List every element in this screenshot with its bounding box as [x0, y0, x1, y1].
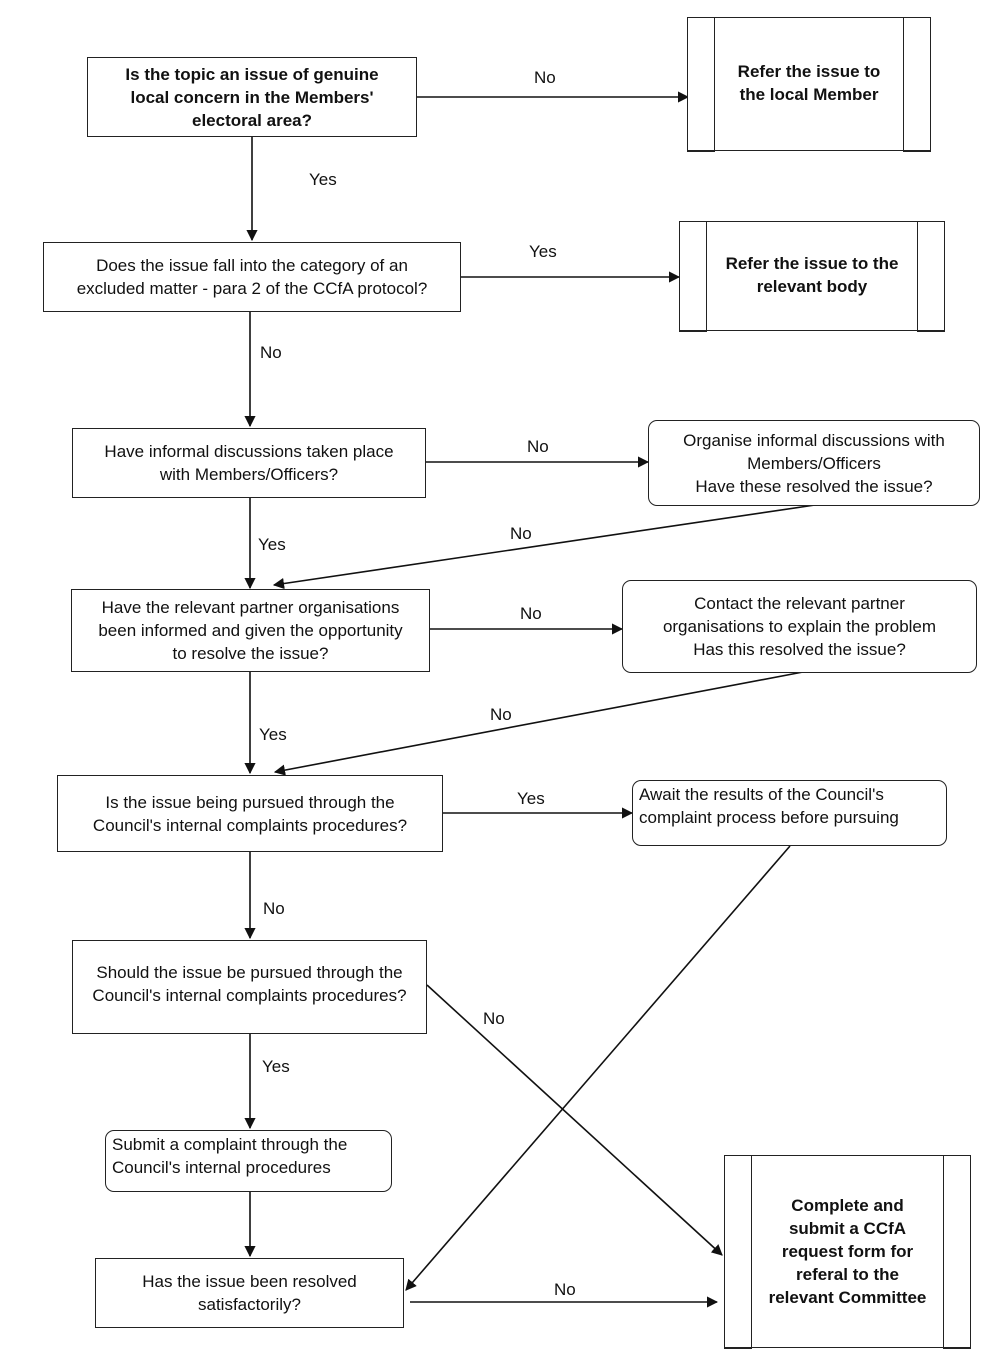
decision-local-concern: Is the topic an issue of genuine local c… — [87, 57, 417, 137]
label-partners-yes: Yes — [259, 725, 287, 744]
action-await-results-text: Await the results of the Council's compl… — [639, 785, 899, 827]
decision-should-pursue: Should the issue be pursued through the … — [72, 940, 427, 1034]
label-should-no: No — [483, 1009, 505, 1028]
label-should-yes: Yes — [262, 1057, 290, 1076]
label-excluded-no: No — [260, 343, 282, 362]
edge-contact-back-no — [273, 671, 804, 776]
label-contact-back-no: No — [490, 705, 512, 724]
decision-informal-discussions-text: Have informal discussions taken place wi… — [104, 442, 394, 484]
action-contact-partners-text: Contact the relevant partner organisatio… — [662, 594, 937, 659]
label-pursued-yes: Yes — [517, 789, 545, 808]
process-complete-ccfa: Complete and submit a CCfA request form … — [724, 1154, 971, 1349]
decision-should-pursue-text: Should the issue be pursued through the … — [92, 963, 407, 1005]
decision-local-concern-text: Is the topic an issue of genuine local c… — [125, 64, 379, 130]
action-organise-informal-text: Organise informal discussions with Membe… — [683, 430, 945, 496]
process-refer-local-member: Refer the issue to the local Member — [687, 16, 931, 152]
label-resolved-no: No — [554, 1280, 576, 1299]
label-informal-yes: Yes — [258, 535, 286, 554]
edge-organise-back-no — [272, 504, 816, 590]
decision-being-pursued: Is the issue being pursued through the C… — [57, 775, 443, 852]
action-contact-partners: Contact the relevant partner organisatio… — [622, 580, 977, 673]
label-partners-no: No — [520, 604, 542, 623]
label-local-concern-no: No — [534, 68, 556, 87]
process-refer-relevant-body: Refer the issue to the relevant body — [679, 220, 945, 332]
label-informal-no: No — [527, 437, 549, 456]
decision-excluded-matter: Does the issue fall into the category of… — [43, 242, 461, 312]
process-complete-ccfa-text: Complete and submit a CCfA request form … — [768, 1196, 927, 1307]
decision-informal-discussions: Have informal discussions taken place wi… — [72, 428, 426, 498]
edge-should-no — [426, 984, 723, 1256]
decision-partner-organisations-text: Have the relevant partner organisations … — [98, 598, 403, 663]
label-pursued-no: No — [263, 899, 285, 918]
label-organise-back-no: No — [510, 524, 532, 543]
action-organise-informal: Organise informal discussions with Membe… — [648, 420, 980, 506]
decision-being-pursued-text: Is the issue being pursued through the C… — [92, 792, 408, 835]
process-refer-relevant-body-text: Refer the issue to the relevant body — [725, 254, 899, 296]
decision-partner-organisations: Have the relevant partner organisations … — [71, 589, 430, 672]
decision-resolved: Has the issue been resolved satisfactori… — [95, 1258, 404, 1328]
action-submit-complaint: Submit a complaint through the Council's… — [105, 1130, 392, 1192]
decision-resolved-text: Has the issue been resolved satisfactori… — [142, 1272, 357, 1314]
action-await-results: Await the results of the Council's compl… — [632, 780, 947, 846]
process-refer-local-member-text: Refer the issue to the local Member — [737, 62, 881, 104]
edge-await-down — [405, 845, 791, 1291]
decision-excluded-matter-text: Does the issue fall into the category of… — [76, 256, 428, 298]
label-excluded-yes: Yes — [529, 242, 557, 261]
label-local-concern-yes: Yes — [309, 170, 337, 189]
action-submit-complaint-text: Submit a complaint through the Council's… — [112, 1135, 348, 1177]
